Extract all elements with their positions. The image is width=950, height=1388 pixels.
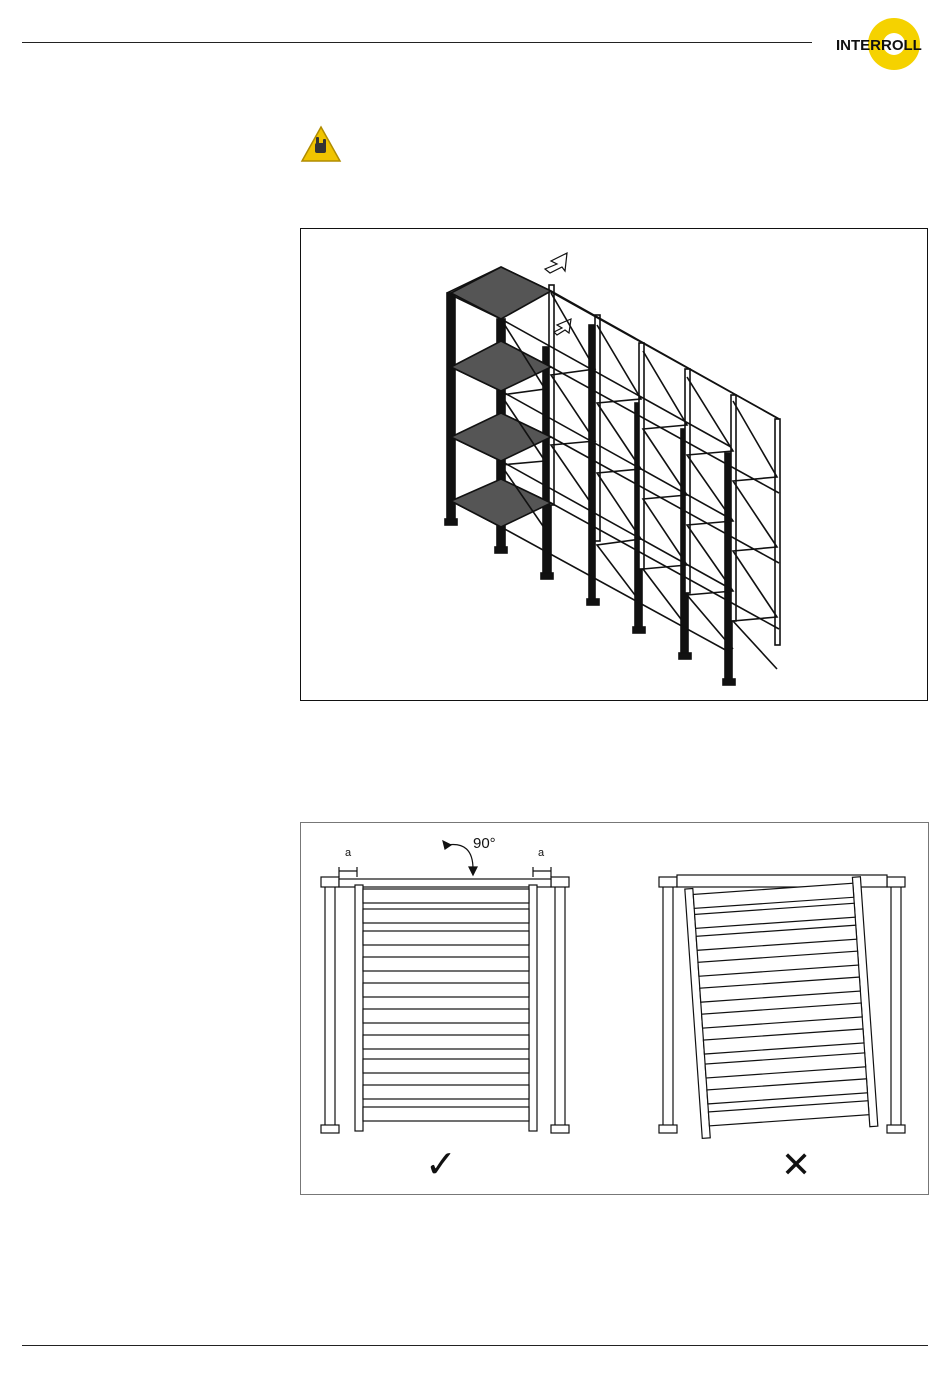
attention-hand-icon — [300, 125, 342, 163]
rotation-angle-label: 90° — [473, 835, 496, 852]
gap-label-right: a — [538, 847, 544, 859]
roller-set-correct — [363, 889, 529, 1121]
footer-rule — [22, 1345, 928, 1346]
correct-check-icon: ✓ — [425, 1145, 457, 1185]
rack-drawing — [301, 229, 927, 700]
figure-alignment-comparison: a a 90° ✓ ✕ — [300, 822, 929, 1195]
logo-text: INTERROLL — [836, 37, 922, 54]
gap-label-left: a — [345, 847, 351, 859]
alignment-drawing — [301, 823, 928, 1194]
roller-set-skewed — [685, 877, 878, 1139]
wrong-cross-icon: ✕ — [781, 1145, 811, 1185]
header-rule — [22, 42, 812, 43]
interroll-logo: INTERROLL — [832, 10, 934, 70]
figure-rack-isometric — [300, 228, 928, 701]
